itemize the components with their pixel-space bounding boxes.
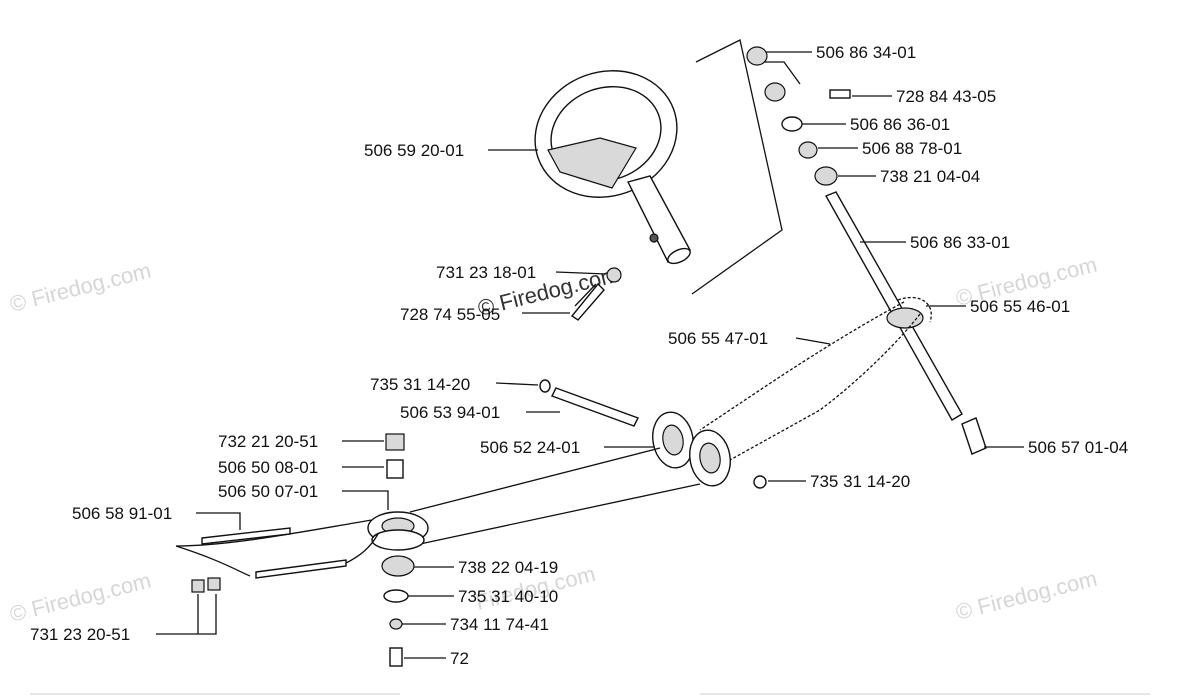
- tie-rods: [175, 519, 379, 593]
- label-506-58-91-01: 506 58 91-01: [72, 504, 172, 523]
- label-738-22-04-19: 738 22 04-19: [458, 558, 558, 577]
- washer-734-11-74-41: [389, 618, 403, 630]
- clip-735-31-14-20-bottom: [753, 475, 767, 489]
- bolt-506-57-01-04: [961, 417, 987, 455]
- leader-lines: [156, 51, 1024, 659]
- label-506-86-33-01: 506 86 33-01: [910, 233, 1010, 252]
- steering-arm: [367, 447, 701, 551]
- label-728-74-55-05: 728 74 55-05: [400, 305, 500, 324]
- label-735-31-14-20-bottom: 735 31 14-20: [810, 472, 910, 491]
- label-731-23-20-51: 731 23 20-51: [30, 625, 130, 644]
- label-506-57-01-04: 506 57 01-04: [1028, 438, 1128, 457]
- steering-wheel-assembly: [534, 39, 783, 321]
- washer-506-86-36-01: [781, 116, 803, 132]
- label-732-21-20-51: 732 21 20-51: [218, 432, 318, 451]
- bushing-506-86-34-01: [746, 46, 768, 66]
- steering-wheel-hub: [547, 137, 637, 189]
- label-506-88-78-01: 506 88 78-01: [862, 139, 962, 158]
- pulley-assembly: [539, 379, 767, 489]
- collar-part: [764, 82, 786, 102]
- bushing-506-50-08-01: [386, 459, 404, 479]
- shaft-506-86-33-01: [824, 191, 963, 421]
- label-731-23-18-01: 731 23 18-01: [436, 263, 536, 282]
- clip-735-31-40-10: [383, 589, 409, 603]
- bearing-738-22-04-19: [381, 555, 415, 577]
- label-735-31-40-10: 735 31 40-10: [458, 587, 558, 606]
- label-506-53-94-01: 506 53 94-01: [400, 403, 500, 422]
- center-stack-parts: [381, 433, 415, 667]
- screw-728-74-55-05: [570, 282, 605, 321]
- label-735-31-14-20-top: 735 31 14-20: [370, 375, 470, 394]
- sprocket-506-55-46-01: [886, 307, 924, 329]
- pin-506-53-94-01: [551, 387, 639, 427]
- watermark-bottom-left: © Firedog.com: [7, 568, 153, 627]
- label-506-50-07-01: 506 50 07-01: [218, 482, 318, 501]
- nut-731-23-20-51-b: [207, 577, 221, 591]
- chain-506-55-47-01: [699, 301, 905, 431]
- set-screw-728-84-43-05: [829, 89, 851, 99]
- assembly-outline: [691, 39, 783, 295]
- watermark-bottom-right: © Firedog.com: [953, 566, 1099, 625]
- tie-rod-506-58-91-01: [201, 527, 291, 545]
- label-506-55-46-01: 506 55 46-01: [970, 297, 1070, 316]
- part-labels: 506 86 34-01 728 84 43-05 506 86 36-01 5…: [30, 43, 1128, 668]
- label-506-52-24-01: 506 52 24-01: [480, 438, 580, 457]
- clip-735-31-14-20-top: [539, 379, 551, 393]
- label-partial-bottom: 72: [450, 649, 469, 668]
- steering-column-parts: [746, 46, 987, 455]
- nut-732-21-20-51: [385, 433, 405, 451]
- nut-731-23-20-51-a: [191, 579, 205, 593]
- label-506-55-47-01: 506 55 47-01: [668, 329, 768, 348]
- nut-731-23-18-01: [606, 267, 622, 283]
- label-734-11-74-41: 734 11 74-41: [450, 615, 549, 634]
- watermark-left: © Firedog.com: [7, 258, 153, 317]
- bolt-bottom: [389, 647, 403, 667]
- bushing-506-88-78-01: [798, 141, 818, 159]
- label-506-86-36-01: 506 86 36-01: [850, 115, 950, 134]
- label-506-59-20-01: 506 59 20-01: [364, 141, 464, 160]
- label-506-50-08-01: 506 50 08-01: [218, 458, 318, 477]
- label-738-21-04-04: 738 21 04-04: [880, 167, 980, 186]
- chain-and-cables: [699, 296, 932, 461]
- bearing-738-21-04-04: [814, 166, 838, 186]
- label-728-84-43-05: 728 84 43-05: [896, 87, 996, 106]
- label-506-86-34-01: 506 86 34-01: [816, 43, 916, 62]
